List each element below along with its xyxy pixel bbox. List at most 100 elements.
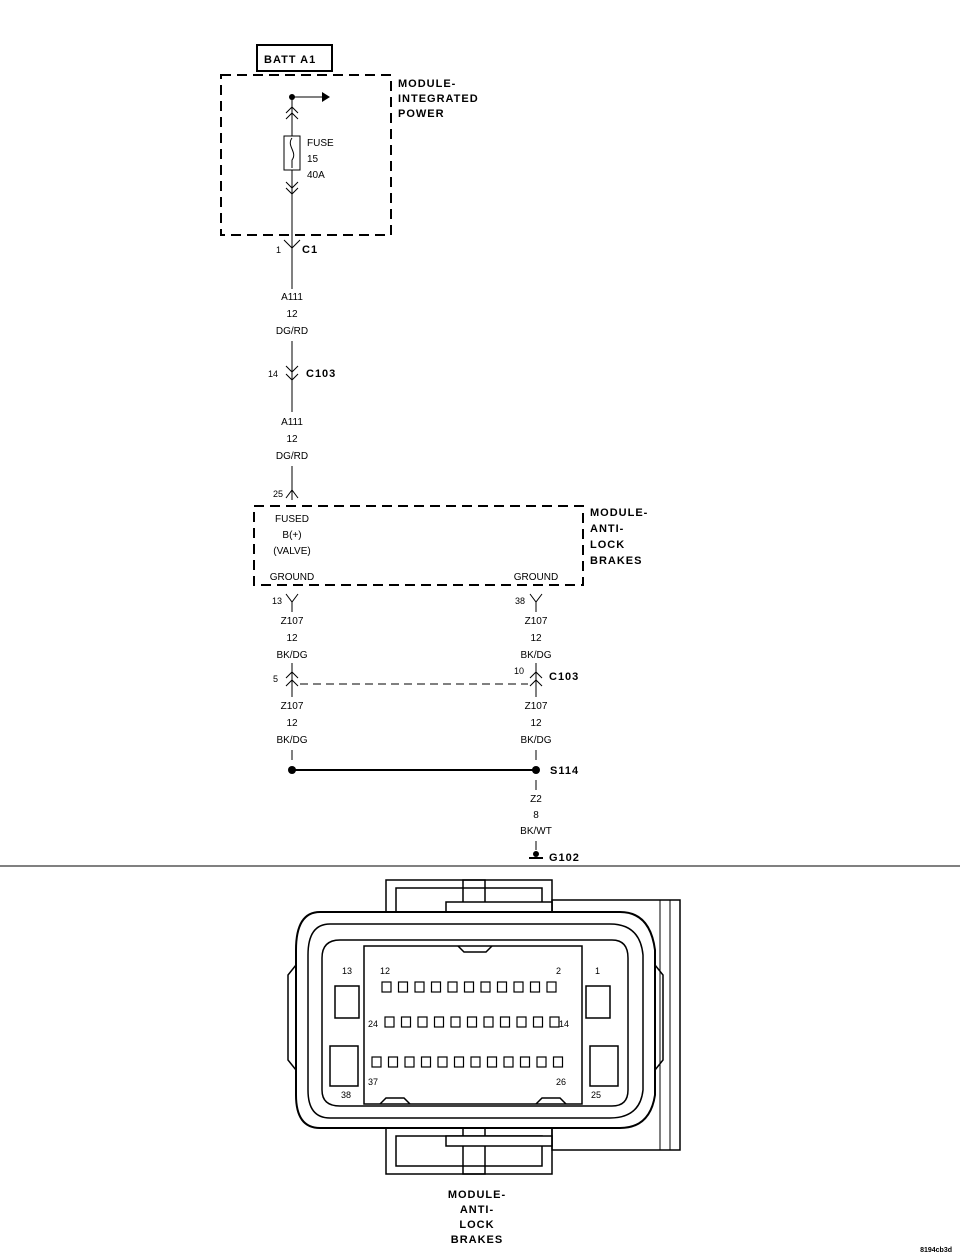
svg-text:BK/DG: BK/DG: [276, 735, 307, 746]
svg-text:12: 12: [286, 309, 298, 320]
power-module-box: [220, 74, 392, 236]
terminal-cavity: [503, 1056, 514, 1068]
right-c103-pin: 10: [514, 666, 524, 676]
terminal-cavity: [536, 1056, 547, 1068]
batt-label: BATT A1: [264, 54, 316, 66]
connector-caption-1: MODULE-: [448, 1189, 506, 1201]
c103-top-name: C103: [306, 368, 336, 380]
figure-id: 8194cb3d: [920, 1247, 952, 1254]
terminal-cavity: [397, 981, 409, 993]
pin-2: 2: [556, 966, 561, 976]
left-upper-wire-labels: Z107 12 BK/DG: [276, 616, 307, 661]
terminal-cavity: [387, 1056, 399, 1068]
terminal-cavity: [433, 1016, 445, 1028]
pin-12: 12: [380, 966, 390, 976]
terminal-cavity: [532, 1016, 544, 1028]
fuse-label: FUSE: [307, 138, 334, 149]
splice-name: S114: [550, 765, 579, 777]
right-lower-wire-labels: Z107 12 BK/DG: [520, 701, 551, 746]
right-upper-wire-labels: Z107 12 BK/DG: [520, 616, 551, 661]
terminal-cavity: [404, 1056, 415, 1068]
power-module-name-3: POWER: [398, 108, 445, 120]
terminal-cavity: [417, 1016, 428, 1028]
pin-13: 13: [342, 966, 352, 976]
terminal-cavity: [519, 1056, 531, 1068]
abs-module-name-3: LOCK: [590, 539, 625, 551]
connector-caption-3: LOCK: [459, 1219, 494, 1231]
terminal-cavity: [486, 1056, 498, 1068]
abs-ground-right: GROUND: [514, 572, 558, 583]
svg-text:12: 12: [530, 633, 542, 644]
svg-text:Z107: Z107: [281, 701, 304, 712]
splice-right-dot: [532, 766, 540, 774]
svg-text:Z107: Z107: [525, 701, 548, 712]
abs-module-name-4: BRAKES: [590, 555, 642, 567]
pin-37: 37: [368, 1077, 378, 1087]
abs-module-name-1: MODULE-: [590, 507, 648, 519]
terminal-cavity: [381, 981, 392, 993]
wire-1-labels: A111 12 DG/RD: [272, 289, 312, 339]
terminal-cavity: [400, 1016, 412, 1028]
svg-text:DG/RD: DG/RD: [276, 326, 308, 337]
pin-14: 14: [559, 1019, 569, 1029]
c1-pin: 1: [276, 245, 281, 255]
pin-1: 1: [595, 966, 600, 976]
terminal-cavity: [470, 1056, 481, 1068]
ground-icon: [529, 851, 543, 859]
abs-module-box: [253, 505, 584, 586]
svg-text:8: 8: [533, 810, 539, 821]
terminal-cavity: [499, 1016, 511, 1028]
terminal-cavity: [430, 981, 442, 993]
abs-fused-2: B(+): [282, 530, 301, 541]
terminal-cavity: [513, 981, 524, 993]
right-module-pin: 38: [515, 596, 525, 606]
svg-text:DG/RD: DG/RD: [276, 451, 308, 462]
abs-ground-left: GROUND: [270, 572, 314, 583]
svg-text:12: 12: [286, 633, 298, 644]
terminal-cavity: [437, 1056, 448, 1068]
svg-text:A111: A111: [281, 292, 303, 303]
right-c103-name: C103: [549, 671, 579, 683]
pin-26: 26: [556, 1077, 566, 1087]
terminal-cavity: [447, 981, 458, 993]
svg-text:BK/WT: BK/WT: [520, 826, 552, 837]
terminal-cavity: [453, 1056, 465, 1068]
terminal-cavity: [414, 981, 425, 993]
terminal-cavity: [420, 1056, 432, 1068]
pin-38: 38: [341, 1090, 351, 1100]
terminal-cavity: [546, 981, 557, 993]
terminal-cavity: [529, 981, 541, 993]
terminal-cavity: [496, 981, 508, 993]
svg-text:BK/DG: BK/DG: [520, 735, 551, 746]
abs-feed-pin: 25: [273, 489, 283, 499]
wire-2-labels: A111 12 DG/RD: [272, 413, 312, 465]
abs-fused-1: FUSED: [275, 514, 309, 525]
connector-caption-2: ANTI-: [460, 1204, 494, 1216]
terminal-cavity: [371, 1056, 382, 1068]
svg-text:A111: A111: [281, 417, 303, 428]
terminal-cavity: [516, 1016, 527, 1028]
left-module-pin: 13: [272, 596, 282, 606]
pin-24: 24: [368, 1019, 378, 1029]
terminal-cavities: [371, 981, 564, 1068]
abs-fused-3: (VALVE): [273, 546, 310, 557]
svg-text:12: 12: [530, 718, 542, 729]
fuse-rating: 40A: [307, 170, 325, 181]
svg-text:12: 12: [286, 434, 298, 445]
connector-caption-4: BRAKES: [451, 1234, 503, 1246]
terminal-cavity: [483, 1016, 494, 1028]
svg-text:Z2: Z2: [530, 794, 542, 805]
terminal-cavity: [463, 981, 475, 993]
svg-text:Z107: Z107: [281, 616, 304, 627]
c103-top-pin: 14: [268, 369, 278, 379]
output-arrow-icon: [322, 92, 330, 102]
terminal-cavity: [384, 1016, 395, 1028]
terminal-cavity: [549, 1016, 560, 1028]
terminal-cavity: [480, 981, 491, 993]
ground-name: G102: [549, 852, 580, 864]
terminal-cavity: [552, 1056, 564, 1068]
svg-text:12: 12: [286, 718, 298, 729]
fuse-number: 15: [307, 154, 319, 165]
left-lower-wire-labels: Z107 12 BK/DG: [276, 701, 307, 746]
